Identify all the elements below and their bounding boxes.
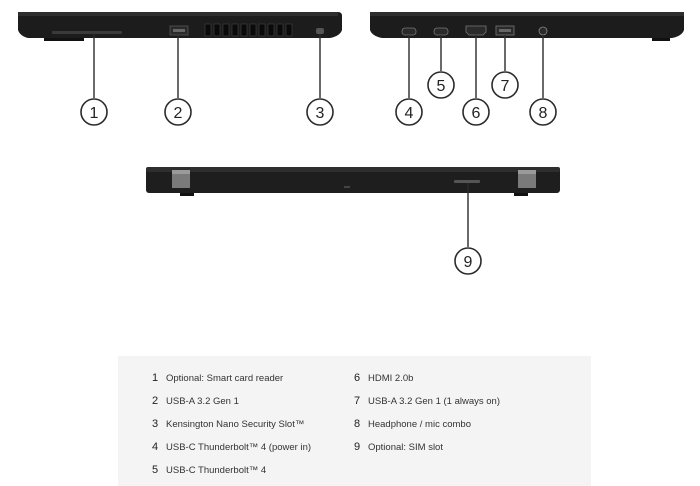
legend-number: 4: [152, 441, 159, 453]
legend-number: 6: [354, 372, 361, 384]
callout-8: 8: [529, 98, 557, 126]
legend-text: Kensington Nano Security Slot™: [166, 419, 305, 430]
svg-text:2: 2: [174, 105, 183, 122]
legend-text: Optional: SIM slot: [368, 442, 443, 453]
legend-text: USB-C Thunderbolt™ 4: [166, 465, 267, 476]
legend-text: HDMI 2.0b: [368, 373, 414, 384]
callout-6: 6: [462, 98, 490, 126]
legend-item-2: 2 USB-A 3.2 Gen 1: [152, 395, 239, 407]
svg-text:4: 4: [405, 105, 414, 122]
legend-item-8: 8 Headphone / mic combo: [354, 418, 471, 430]
legend-item-5: 5 USB-C Thunderbolt™ 4: [152, 464, 266, 476]
usb-c-power-port: [401, 27, 417, 36]
legend-text: USB-C Thunderbolt™ 4 (power in): [166, 442, 312, 453]
legend-number: 7: [354, 395, 361, 407]
laptop-right-side-view: [370, 12, 684, 41]
legend-item-7: 7 USB-A 3.2 Gen 1 (1 always on): [354, 395, 500, 407]
svg-text:6: 6: [472, 105, 481, 122]
legend-number: 3: [152, 418, 159, 430]
callout-7: 7: [491, 71, 519, 99]
kensington-slot: [316, 28, 324, 34]
headphone-jack: [538, 26, 548, 36]
legend-item-1: 1 Optional: Smart card reader: [152, 372, 283, 384]
callout-9: 9: [454, 247, 482, 275]
svg-text:3: 3: [316, 105, 325, 122]
legend-text: Headphone / mic combo: [368, 419, 471, 430]
port-legend: 1 Optional: Smart card reader 2 USB-A 3.2 …: [118, 356, 591, 486]
laptop-ports-diagram: 1 2 3 4 5 6 7 8 9: [18, 12, 684, 275]
legend-number: 8: [354, 418, 361, 430]
svg-text:8: 8: [539, 105, 548, 122]
callout-4: 4: [395, 98, 423, 126]
callout-5: 5: [427, 71, 455, 99]
svg-text:9: 9: [464, 254, 473, 271]
legend-number: 2: [152, 395, 159, 407]
svg-text:5: 5: [437, 78, 446, 95]
callout-2: 2: [164, 98, 192, 126]
laptop-left-side-view: [18, 12, 342, 41]
smart-card-slot: [52, 31, 122, 34]
legend-text: USB-A 3.2 Gen 1 (1 always on): [368, 396, 501, 407]
laptop-rear-view: [146, 167, 560, 196]
legend-text: USB-A 3.2 Gen 1: [166, 396, 239, 407]
svg-text:7: 7: [501, 78, 510, 95]
legend-text: Optional: Smart card reader: [166, 373, 284, 384]
sim-slot: [454, 180, 480, 183]
legend-item-6: 6 HDMI 2.0b: [354, 372, 413, 384]
legend-number: 5: [152, 464, 159, 476]
legend-number: 1: [152, 372, 159, 384]
usb-c-port: [433, 27, 449, 36]
legend-number: 9: [354, 441, 361, 453]
svg-text:1: 1: [90, 105, 99, 122]
vent-grille: [204, 23, 293, 37]
legend-item-3: 3 Kensington Nano Security Slot™: [152, 418, 304, 430]
legend-item-4: 4 USB-C Thunderbolt™ 4 (power in): [152, 441, 311, 453]
callout-3: 3: [306, 98, 334, 126]
legend-item-9: 9 Optional: SIM slot: [354, 441, 443, 453]
callout-1: 1: [80, 98, 108, 126]
hdmi-port: [465, 25, 487, 36]
